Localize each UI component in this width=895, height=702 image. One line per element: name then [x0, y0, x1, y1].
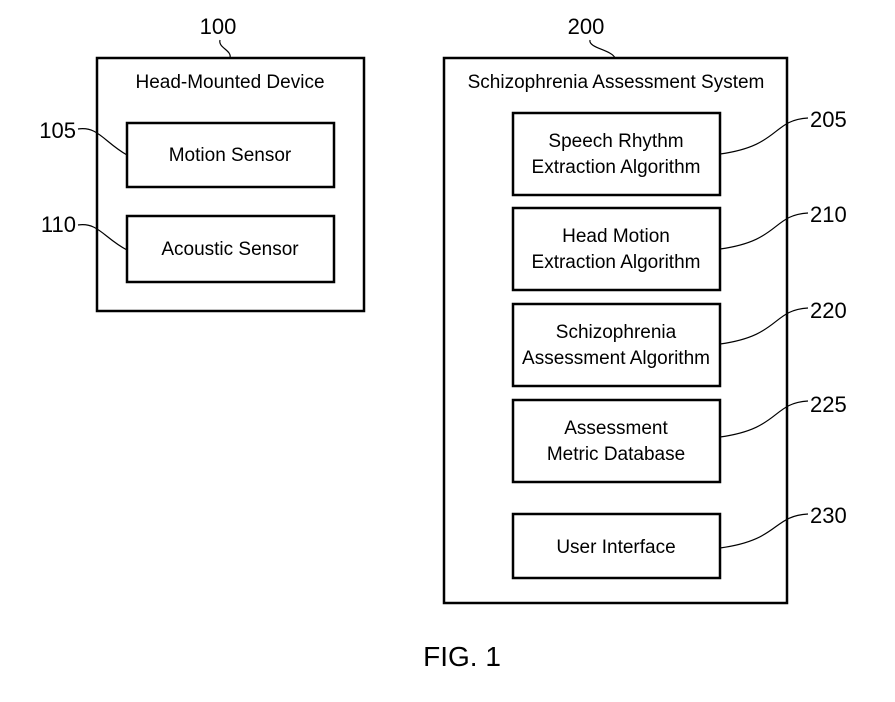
speech-rhythm-box	[511, 111, 722, 197]
assessment-algorithm-ref: 220	[810, 298, 847, 323]
assessment-algorithm-label-2: Assessment Algorithm	[522, 348, 710, 369]
metric-database-box	[511, 398, 722, 484]
speech-rhythm-label-2: Extraction Algorithm	[532, 157, 701, 178]
metric-database-label-2: Metric Database	[547, 444, 685, 465]
head-motion-leader	[719, 212, 809, 250]
user-interface-box	[511, 512, 722, 580]
speech-rhythm-ref: 205	[810, 107, 847, 132]
assessment-algorithm-leader	[719, 307, 809, 345]
head-motion-box	[511, 206, 722, 292]
system-ref: 200	[568, 14, 605, 39]
metric-database-label-1: Assessment	[564, 418, 668, 439]
system-ref-leader	[589, 39, 616, 59]
acoustic-sensor-label: Acoustic Sensor	[161, 239, 299, 260]
speech-rhythm-leader	[719, 117, 809, 155]
head-motion-label-1: Head Motion	[562, 226, 670, 247]
system-title: Schizophrenia Assessment System	[468, 72, 765, 93]
speech-rhythm-label-1: Speech Rhythm	[548, 131, 683, 152]
motion-sensor-ref: 105	[39, 118, 76, 143]
assessment-algorithm-box	[511, 302, 722, 388]
figure-label: FIG. 1	[423, 641, 501, 672]
motion-sensor-box	[125, 121, 336, 189]
device-ref: 100	[200, 14, 237, 39]
device-title: Head-Mounted Device	[135, 72, 324, 93]
metric-database-leader	[719, 400, 809, 438]
device-ref-leader	[219, 39, 231, 59]
motion-sensor-label: Motion Sensor	[169, 145, 292, 166]
user-interface-leader	[719, 513, 809, 549]
acoustic-sensor-ref: 110	[41, 212, 76, 237]
acoustic-sensor-box	[125, 214, 336, 284]
acoustic-sensor-leader	[77, 224, 128, 251]
assessment-algorithm-label-1: Schizophrenia	[556, 322, 677, 343]
user-interface-label: User Interface	[556, 537, 675, 558]
head-motion-label-2: Extraction Algorithm	[532, 252, 701, 273]
head-motion-ref: 210	[810, 202, 847, 227]
motion-sensor-leader	[77, 128, 128, 156]
metric-database-ref: 225	[810, 392, 847, 417]
user-interface-ref: 230	[810, 503, 847, 528]
